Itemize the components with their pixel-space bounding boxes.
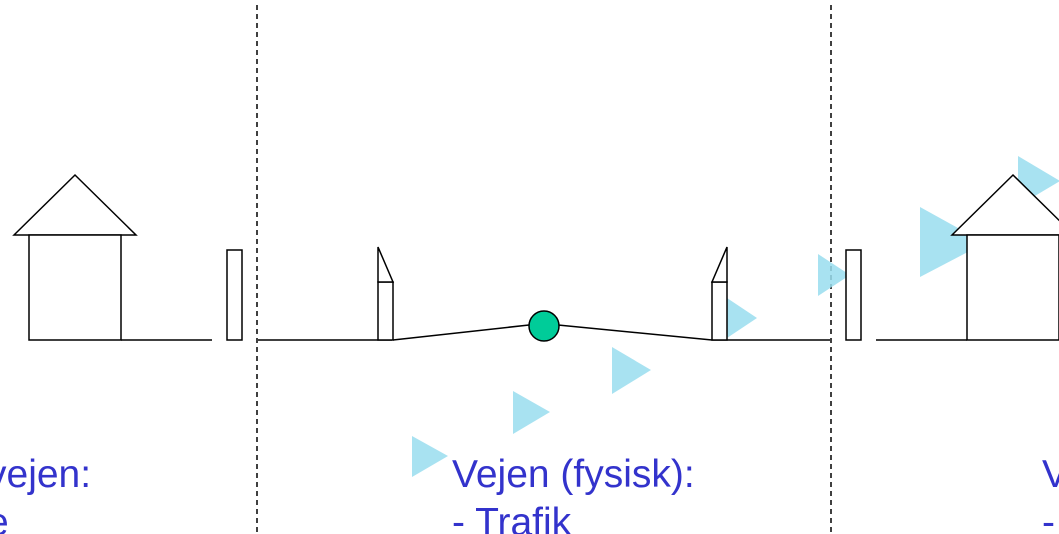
arrow-mark [513, 391, 550, 434]
left-house-wall [28, 234, 122, 341]
left-fence-post [226, 249, 243, 341]
arrow-mark [412, 436, 448, 477]
right-marker-tip [710, 246, 728, 283]
right-fence-post [845, 249, 862, 341]
right-section-heading: V [1042, 453, 1059, 496]
connection-line-left [392, 324, 530, 341]
right-section-bullet: - [1042, 501, 1055, 534]
connection-line-right [557, 324, 713, 341]
left-section-heading: vejen: [0, 453, 92, 496]
arrow-mark [818, 254, 850, 296]
left-marker-tip [377, 246, 395, 283]
right-house-wall [966, 234, 1059, 341]
right-house [950, 173, 1059, 341]
center-node [528, 310, 560, 342]
arrow-marks [412, 156, 1059, 477]
left-marker-body [377, 281, 394, 341]
right-marker-post [710, 246, 728, 341]
arrow-mark [920, 207, 985, 277]
left-section-bullet: e [0, 499, 9, 534]
left-house-roof [12, 173, 138, 236]
arrow-mark [724, 296, 757, 340]
left-house [12, 173, 138, 341]
middle-section-bullet: - Trafik [452, 501, 572, 534]
middle-section-heading: Vejen (fysisk): [452, 453, 695, 496]
left-marker-post [377, 246, 395, 341]
arrow-mark [612, 347, 651, 394]
right-marker-body [711, 281, 728, 341]
